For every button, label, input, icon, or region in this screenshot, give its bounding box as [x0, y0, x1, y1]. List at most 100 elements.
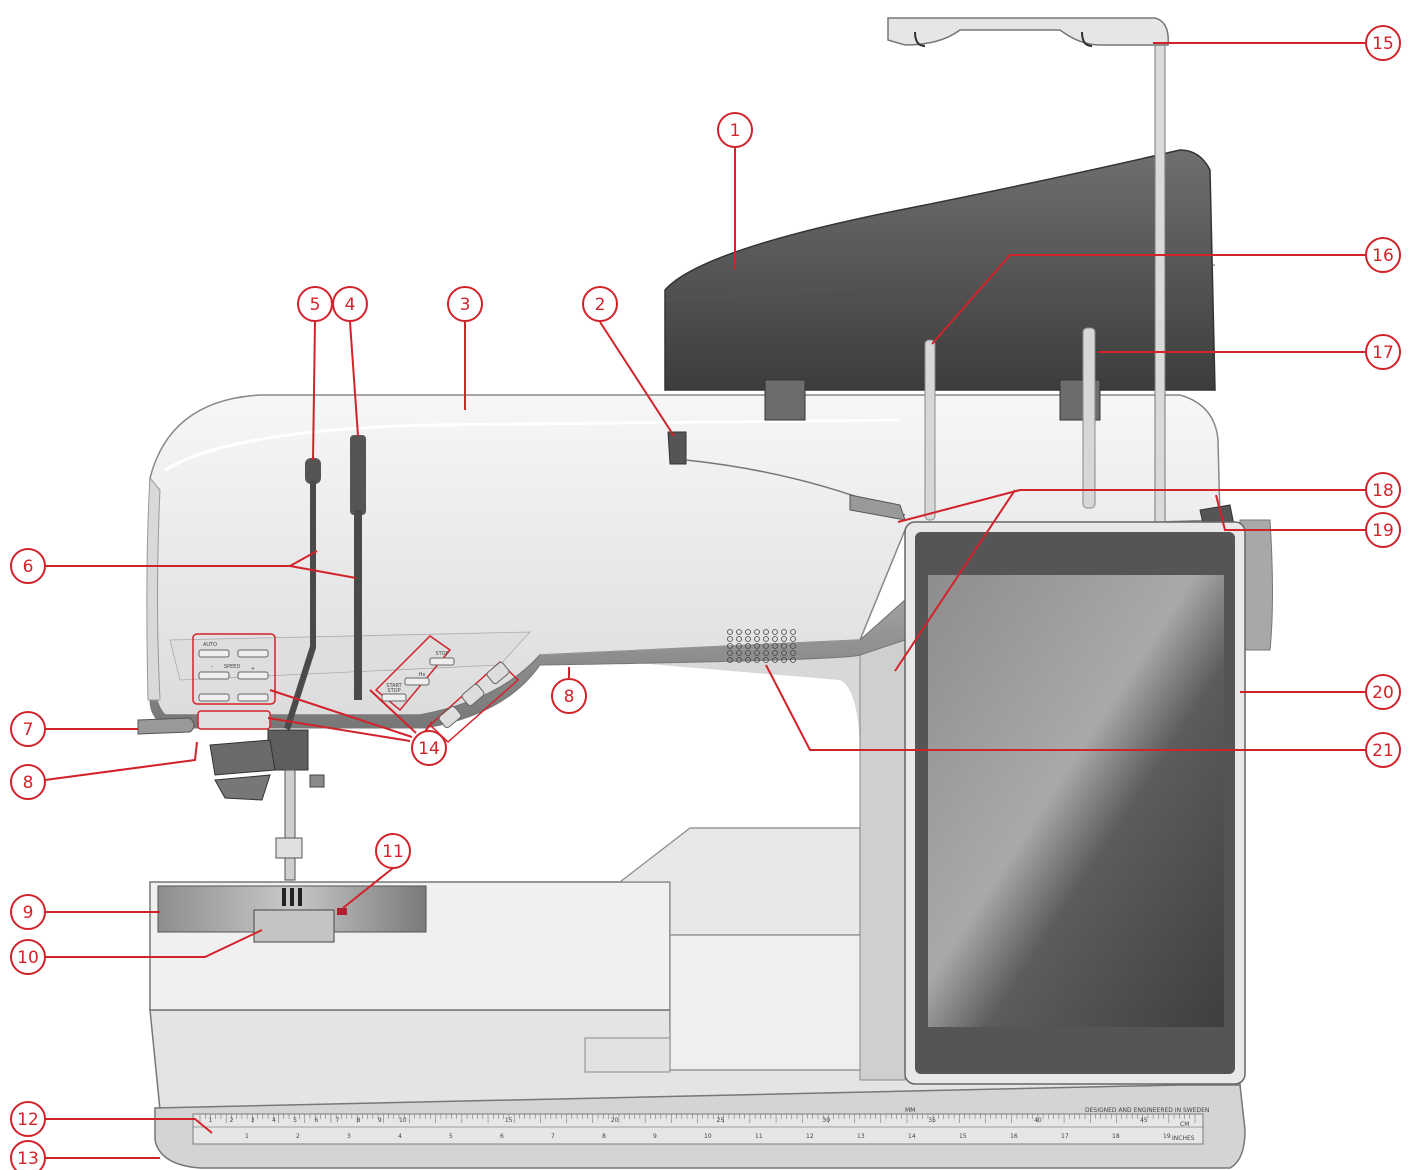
head-side-panel	[146, 476, 161, 701]
speed-minus-button[interactable]	[198, 671, 230, 680]
speaker-hole	[745, 643, 751, 649]
speaker-hole	[736, 657, 742, 663]
speaker-hole	[736, 629, 742, 635]
speaker-hole	[727, 657, 733, 663]
ruler-cm-tick-label: 45	[1140, 1117, 1148, 1124]
start-label-1: START	[386, 683, 402, 689]
svg-text:13: 13	[17, 1149, 39, 1169]
callout-7: 7	[10, 711, 46, 747]
svg-text:17: 17	[1372, 343, 1394, 363]
speaker-hole	[736, 643, 742, 649]
svg-text:4: 4	[345, 295, 356, 315]
speaker-hole	[772, 643, 778, 649]
svg-text:8: 8	[564, 687, 575, 707]
speaker-hole	[745, 636, 751, 642]
svg-text:19: 19	[1372, 521, 1394, 541]
feed-dogs	[282, 888, 302, 906]
speaker-hole	[727, 629, 733, 635]
reverse-stitch-button[interactable]	[197, 710, 271, 730]
speaker-hole	[736, 636, 742, 642]
svg-text:7: 7	[23, 720, 34, 740]
bobbin-sensor	[337, 908, 347, 915]
minus-label: –	[211, 664, 214, 670]
needle-stop-button[interactable]	[198, 693, 230, 702]
ruler-cm-tick-label: 20	[611, 1117, 619, 1124]
speed-plus-button[interactable]	[237, 671, 269, 680]
speaker-hole	[736, 650, 742, 656]
svg-text:10: 10	[17, 948, 39, 968]
ruler-cm-tick-label: 15	[505, 1117, 513, 1124]
svg-text:18: 18	[1372, 481, 1394, 501]
ruler-cm-tick-label: 8	[357, 1117, 361, 1124]
ruler-cm-tick-label: 4	[272, 1117, 276, 1124]
reverse-button[interactable]	[237, 649, 269, 658]
speaker-hole	[754, 643, 760, 649]
speaker-hole	[790, 636, 796, 642]
speaker-hole	[763, 643, 769, 649]
callout-2: 2	[582, 286, 618, 322]
machine-arm	[540, 519, 1273, 1081]
pre-tension-thread-guide	[667, 431, 687, 465]
ruler-inch-label: 1	[245, 1133, 249, 1140]
callout-18: 18	[1365, 472, 1401, 508]
svg-text:9: 9	[23, 903, 34, 923]
speaker-hole	[754, 650, 760, 656]
start-label-2: STOP	[387, 688, 400, 694]
ruler-inch-label: 6	[500, 1133, 504, 1140]
speaker-hole	[781, 643, 787, 649]
thread-cutter[interactable]	[137, 717, 195, 735]
hx-button[interactable]	[404, 677, 430, 686]
ruler-cm-tick-label: 10	[399, 1117, 407, 1124]
touch-screen[interactable]	[904, 521, 1246, 1085]
thread-take-up-lever	[284, 435, 366, 730]
callout-5: 5	[297, 286, 333, 322]
speaker-hole	[790, 643, 796, 649]
presser-foot-assembly	[209, 729, 325, 881]
speaker-hole	[772, 629, 778, 635]
speaker-hole	[727, 636, 733, 642]
ruler-cm-tick-label: 1	[208, 1117, 212, 1124]
start-stop-button[interactable]	[381, 693, 407, 702]
auto-presser-foot-button[interactable]	[198, 649, 230, 658]
speaker-hole	[790, 650, 796, 656]
ruler-inch-label: 5	[449, 1133, 453, 1140]
ruler-inches-label: INCHES	[1172, 1135, 1195, 1142]
ruler-cm-tick-label: 30	[822, 1117, 830, 1124]
speaker-hole	[790, 629, 796, 635]
speaker-hole	[781, 657, 787, 663]
callout-13: 13	[10, 1140, 46, 1170]
svg-text:16: 16	[1372, 246, 1394, 266]
callout-12: 12	[10, 1101, 46, 1137]
svg-text:14: 14	[418, 739, 440, 759]
speed-label: SPEED	[224, 664, 241, 670]
svg-text:3: 3	[460, 295, 471, 315]
lid[interactable]	[664, 149, 1216, 421]
svg-text:6: 6	[23, 557, 34, 577]
ruler-inch-label: 17	[1061, 1133, 1069, 1140]
speaker-hole	[772, 650, 778, 656]
plus-label: +	[251, 666, 255, 672]
thread-cutter-button[interactable]	[237, 693, 269, 702]
bobbin-cover[interactable]	[253, 909, 335, 943]
ruler-inch-label: 3	[347, 1133, 351, 1140]
speaker-hole	[745, 657, 751, 663]
speaker-hole	[727, 650, 733, 656]
ruler-inch-label: 19	[1163, 1133, 1171, 1140]
stop-button[interactable]	[429, 657, 455, 666]
callout-3: 3	[447, 286, 483, 322]
speaker-hole	[754, 657, 760, 663]
ruler-inch-label: 15	[959, 1133, 967, 1140]
function-buttons[interactable]: AUTO SPEED – + STOP Hx START STOP	[192, 633, 520, 744]
speaker-grille	[727, 629, 796, 663]
speaker-hole	[763, 636, 769, 642]
callout-17: 17	[1365, 334, 1401, 370]
callout-8b: 8	[551, 678, 587, 714]
auto-label: AUTO	[203, 642, 217, 648]
speaker-hole	[772, 657, 778, 663]
ruler-cm-tick-label: 3	[251, 1117, 255, 1124]
speaker-hole	[781, 629, 787, 635]
svg-text:1: 1	[730, 121, 741, 141]
callout-1: 1	[717, 112, 753, 148]
